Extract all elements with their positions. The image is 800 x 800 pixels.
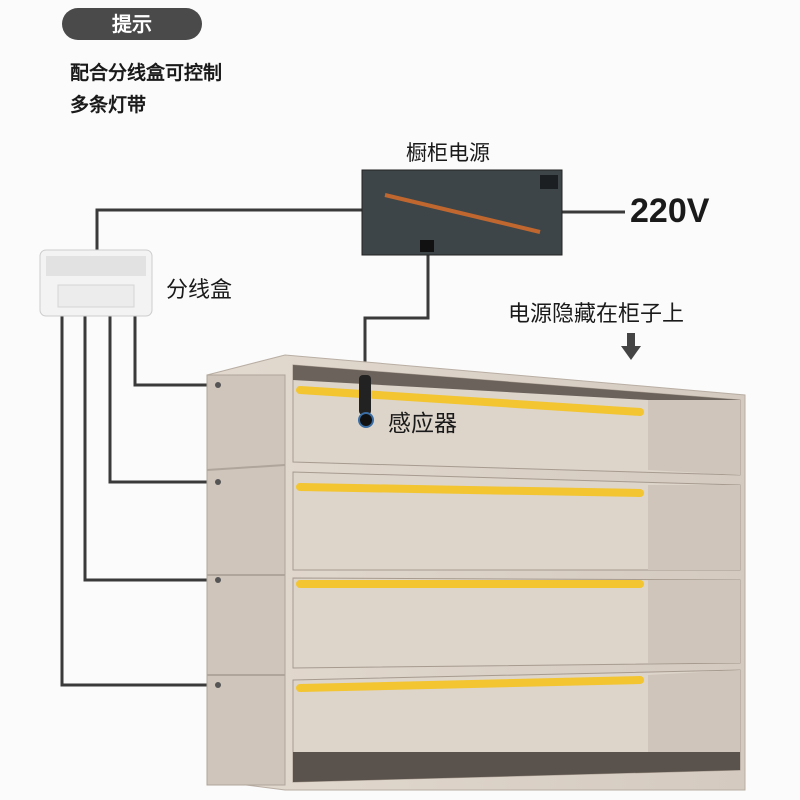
hidden-power-note: 电源隐藏在柜子上 — [508, 302, 685, 327]
splitter-label: 分线盒 — [166, 278, 233, 303]
tip-line-2: 多条灯带 — [70, 94, 147, 116]
voltage-label: 220V — [630, 192, 710, 230]
light-strips — [296, 386, 644, 692]
sensor-label: 感应器 — [388, 411, 457, 437]
cabinet — [206, 354, 746, 791]
power-supply-label: 橱柜电源 — [406, 141, 490, 165]
down-arrow-icon — [621, 333, 641, 360]
wires — [60, 208, 625, 687]
splitter-box — [39, 249, 153, 317]
sensor-icon — [358, 375, 374, 428]
tip-badge: 提示 — [62, 8, 202, 40]
tip-line-1: 配合分线盒可控制 — [70, 62, 223, 84]
power-supply-box — [361, 169, 563, 256]
